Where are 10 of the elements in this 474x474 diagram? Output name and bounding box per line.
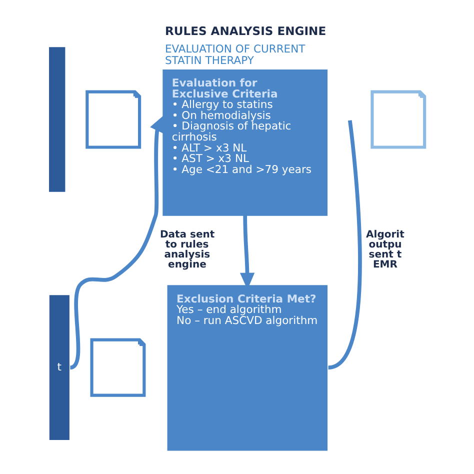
node-box: Evaluation for Exclusive Criteria • Allergy to statins • On hemodialysis • Diagnosis of hepatic cirrhosis • ALT > x3 NL • AST > x3 NL • Age <21 and >79 years bbox=[162, 69, 328, 216]
connector bbox=[328, 120, 362, 370]
node-label: RULES ANALYSIS ENGINE bbox=[164, 24, 326, 38]
node-bar bbox=[49, 47, 66, 192]
edge-label: Algorit outpu sent t EMR bbox=[366, 229, 404, 270]
node-box: Exclusion Criteria Met? Yes – end algorithm No – run ASCVD algorithm bbox=[167, 285, 328, 451]
edge-label: Data sent to rules analysis engine bbox=[160, 229, 215, 270]
arrow bbox=[70, 115, 164, 370]
node-label: EVALUATION OF CURRENT STATIN THERAPY bbox=[164, 42, 306, 68]
node-box: t bbox=[49, 295, 70, 440]
